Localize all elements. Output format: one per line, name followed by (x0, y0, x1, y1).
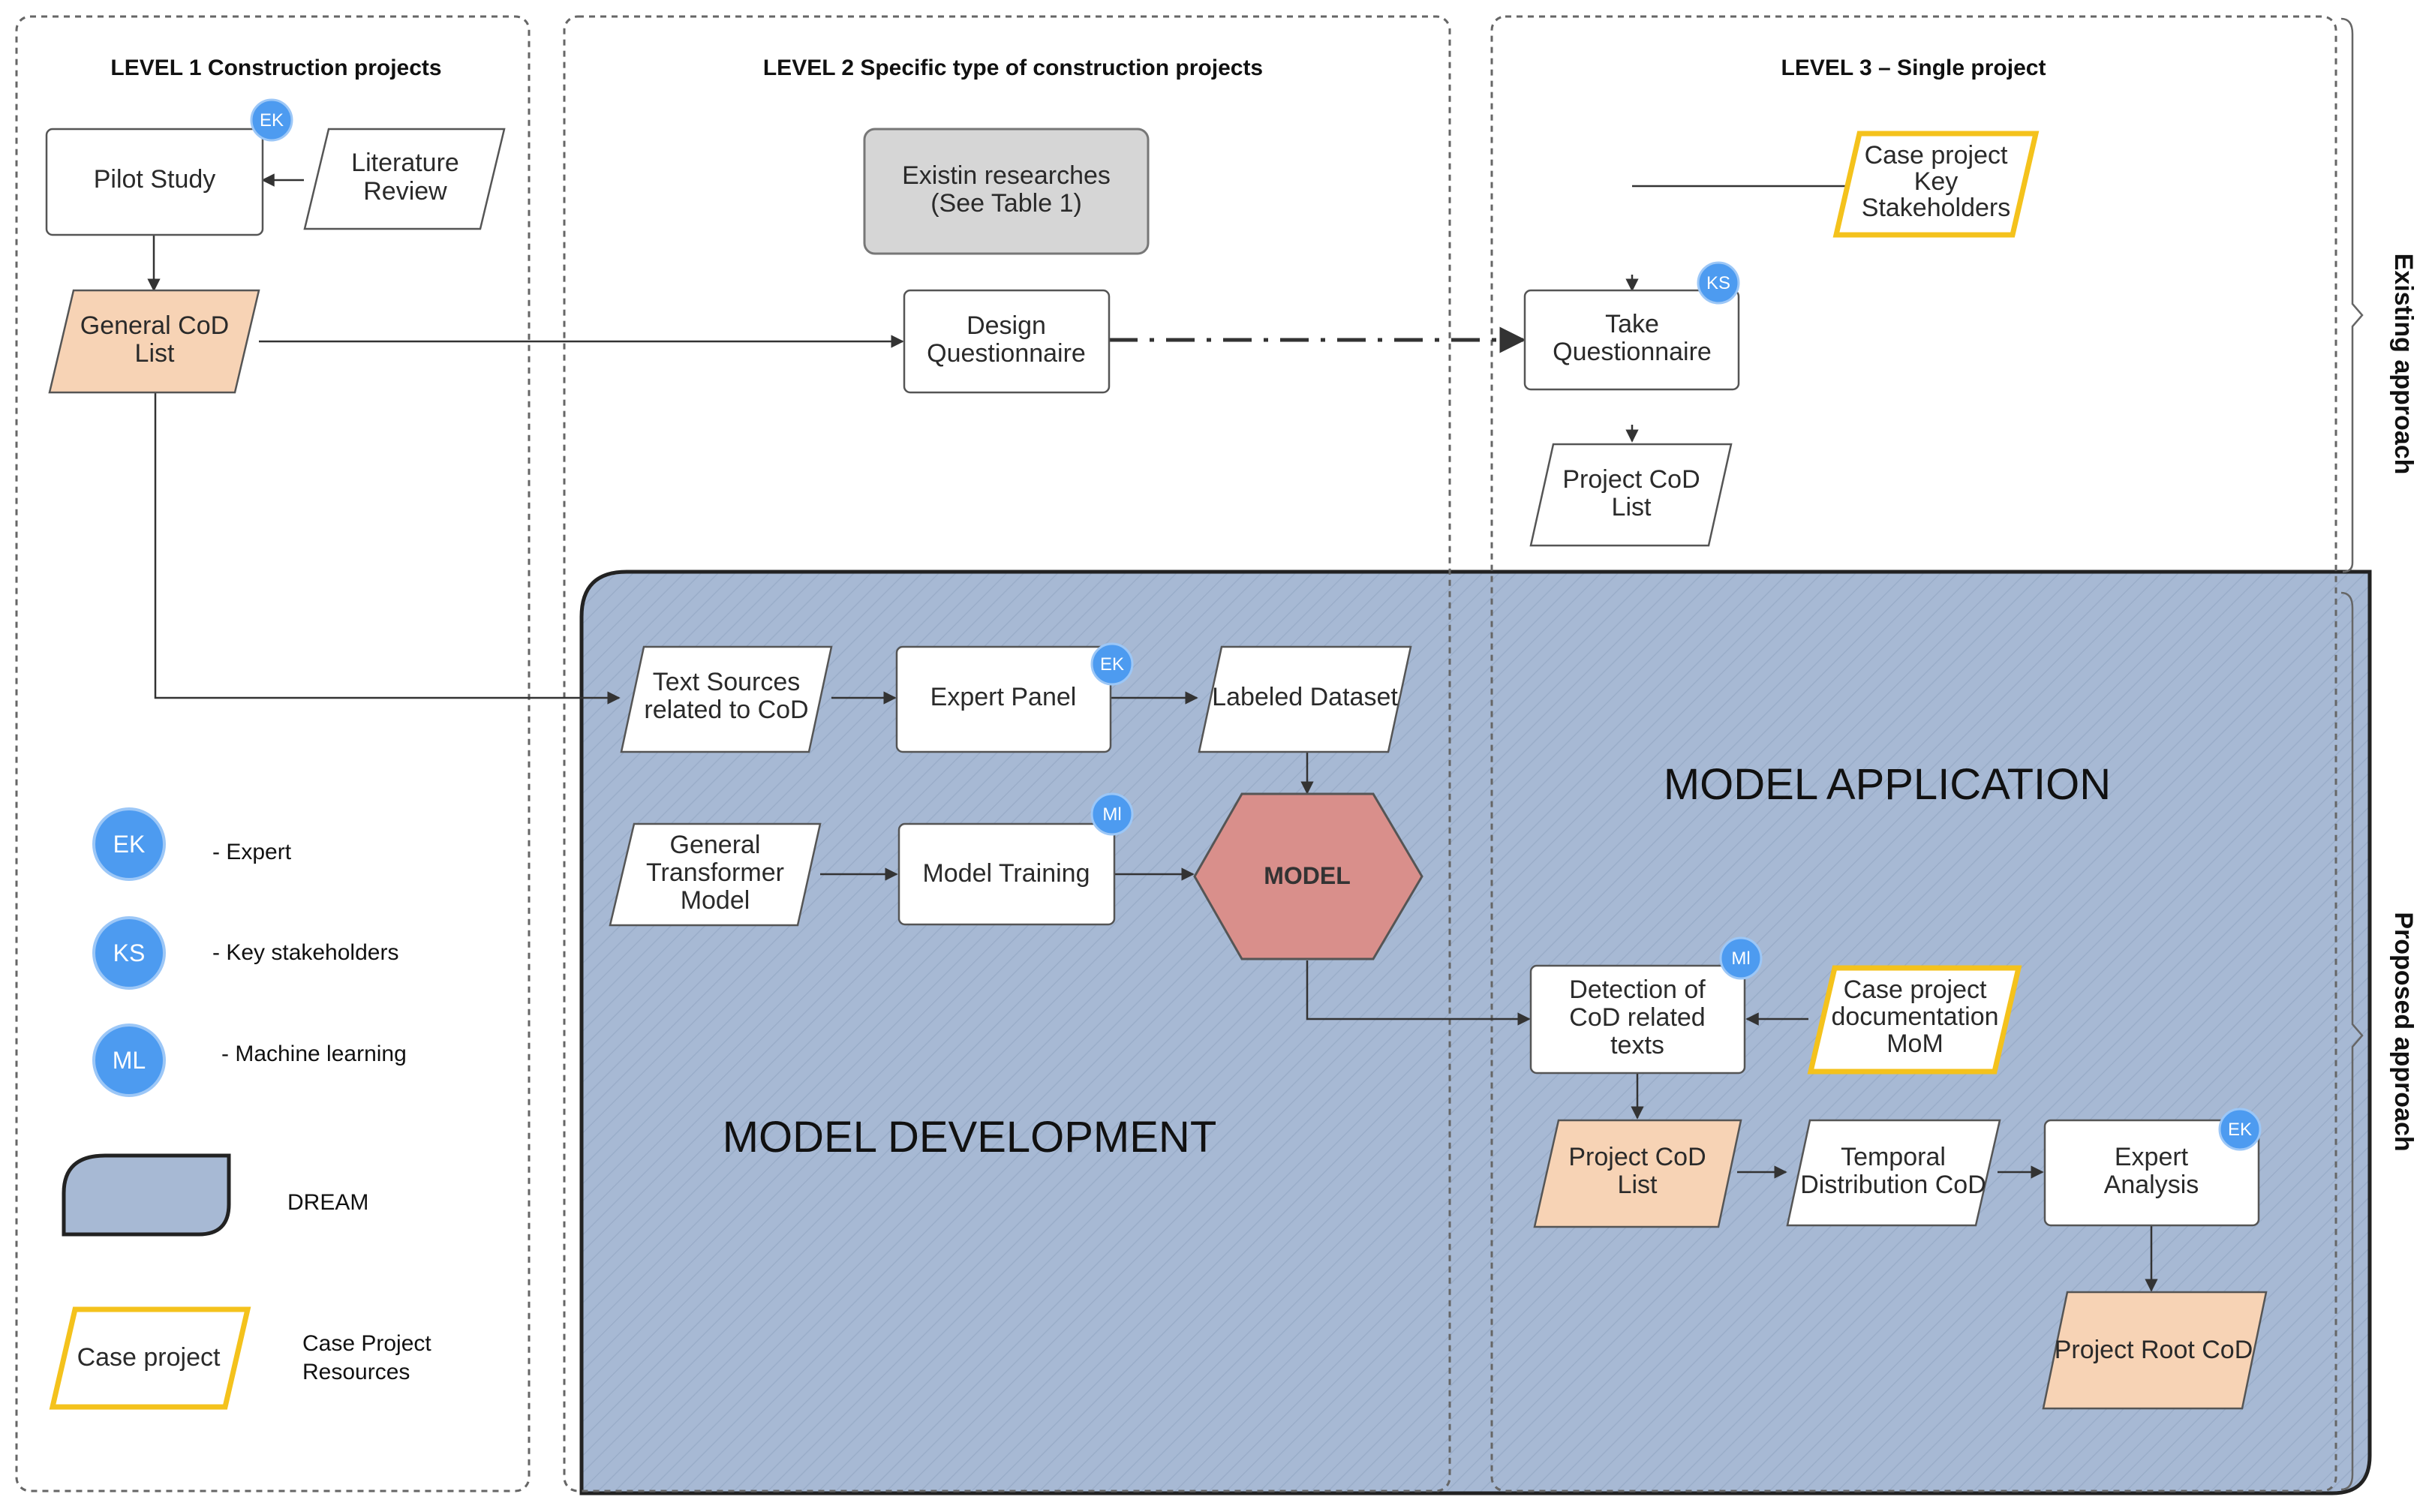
svg-text:- Expert: - Expert (212, 840, 292, 864)
model-training-node: Model Training (897, 822, 1116, 926)
svg-text:Labeled Dataset: Labeled Dataset (1212, 683, 1398, 711)
svg-text:EK: EK (2228, 1120, 2252, 1140)
svg-text:Expert Panel: Expert Panel (930, 683, 1077, 711)
level-columns (15, 15, 2337, 1492)
model-node: MODEL (1193, 792, 1423, 960)
svg-text:MODEL: MODEL (1264, 862, 1351, 889)
svg-text:Ml: Ml (1731, 948, 1750, 969)
svg-text:DREAM: DREAM (287, 1190, 368, 1215)
existing-researches-node: Existin researches(See Table 1) (863, 128, 1150, 255)
badge-ek-pilot: EK (250, 98, 293, 142)
badge-ek-panel: EK (1090, 642, 1134, 686)
level2-column (563, 15, 1451, 1492)
level3-title: LEVEL 3 – Single project (1781, 56, 2046, 80)
proposed-approach-label: Proposed approach (2389, 912, 2418, 1151)
labeled-dataset-node: Labeled Dataset (1198, 645, 1412, 753)
svg-text:KS: KS (1706, 273, 1730, 293)
svg-text:- Key stakeholders: - Key stakeholders (212, 940, 398, 965)
arrow-general-to-textsources (154, 392, 621, 705)
level3-column (1490, 15, 2337, 1492)
level1-column (15, 15, 531, 1492)
svg-text:Existin researches(See Table 1: Existin researches(See Table 1) (902, 161, 1111, 218)
level1-title: LEVEL 1 Construction projects (110, 56, 441, 80)
svg-text:EK: EK (260, 110, 284, 131)
svg-text:- Machine learning: - Machine learning (221, 1042, 407, 1066)
pilot-study-node: Pilot Study (45, 128, 264, 236)
arrow-model-to-detection (1306, 960, 1531, 1026)
badge-ks-take: KS (1697, 261, 1740, 305)
dream-region (579, 570, 2372, 1495)
svg-text:Ml: Ml (1102, 804, 1121, 825)
svg-text:Pilot Study: Pilot Study (94, 165, 216, 194)
legend-dream: DREAM (62, 1153, 368, 1237)
svg-text:Case project: Case project (77, 1343, 221, 1372)
legend-expert: EK - Expert (92, 807, 292, 881)
svg-text:Model Training: Model Training (922, 859, 1090, 888)
expert-panel-node: Expert Panel (895, 645, 1112, 753)
connectors (147, 173, 2158, 1292)
side-brackets (2340, 17, 2364, 1491)
svg-text:KS: KS (113, 939, 146, 966)
level2-title: LEVEL 2 Specific type of construction pr… (763, 56, 1263, 80)
badge-ek-analysis: EK (2218, 1108, 2262, 1151)
svg-text:ML: ML (113, 1047, 146, 1074)
legend-key-stakeholders: KS - Key stakeholders (92, 916, 398, 990)
model-development-title: MODEL DEVELOPMENT (723, 1113, 1217, 1162)
svg-text:EK: EK (113, 831, 146, 858)
badge-ml-training: Ml (1090, 792, 1134, 836)
badge-ml-detection: Ml (1719, 936, 1763, 980)
existing-approach-label: Existing approach (2389, 254, 2418, 475)
svg-text:Project Root CoD: Project Root CoD (2055, 1336, 2253, 1364)
legend-machine-learning: ML - Machine learning (92, 1024, 407, 1097)
svg-text:EK: EK (1100, 654, 1124, 675)
legend: EK - Expert KS - Key stakeholders ML - M… (49, 807, 431, 1410)
project-root-cod-node: Project Root CoD (2042, 1291, 2268, 1410)
model-application-title: MODEL APPLICATION (1664, 760, 2111, 809)
